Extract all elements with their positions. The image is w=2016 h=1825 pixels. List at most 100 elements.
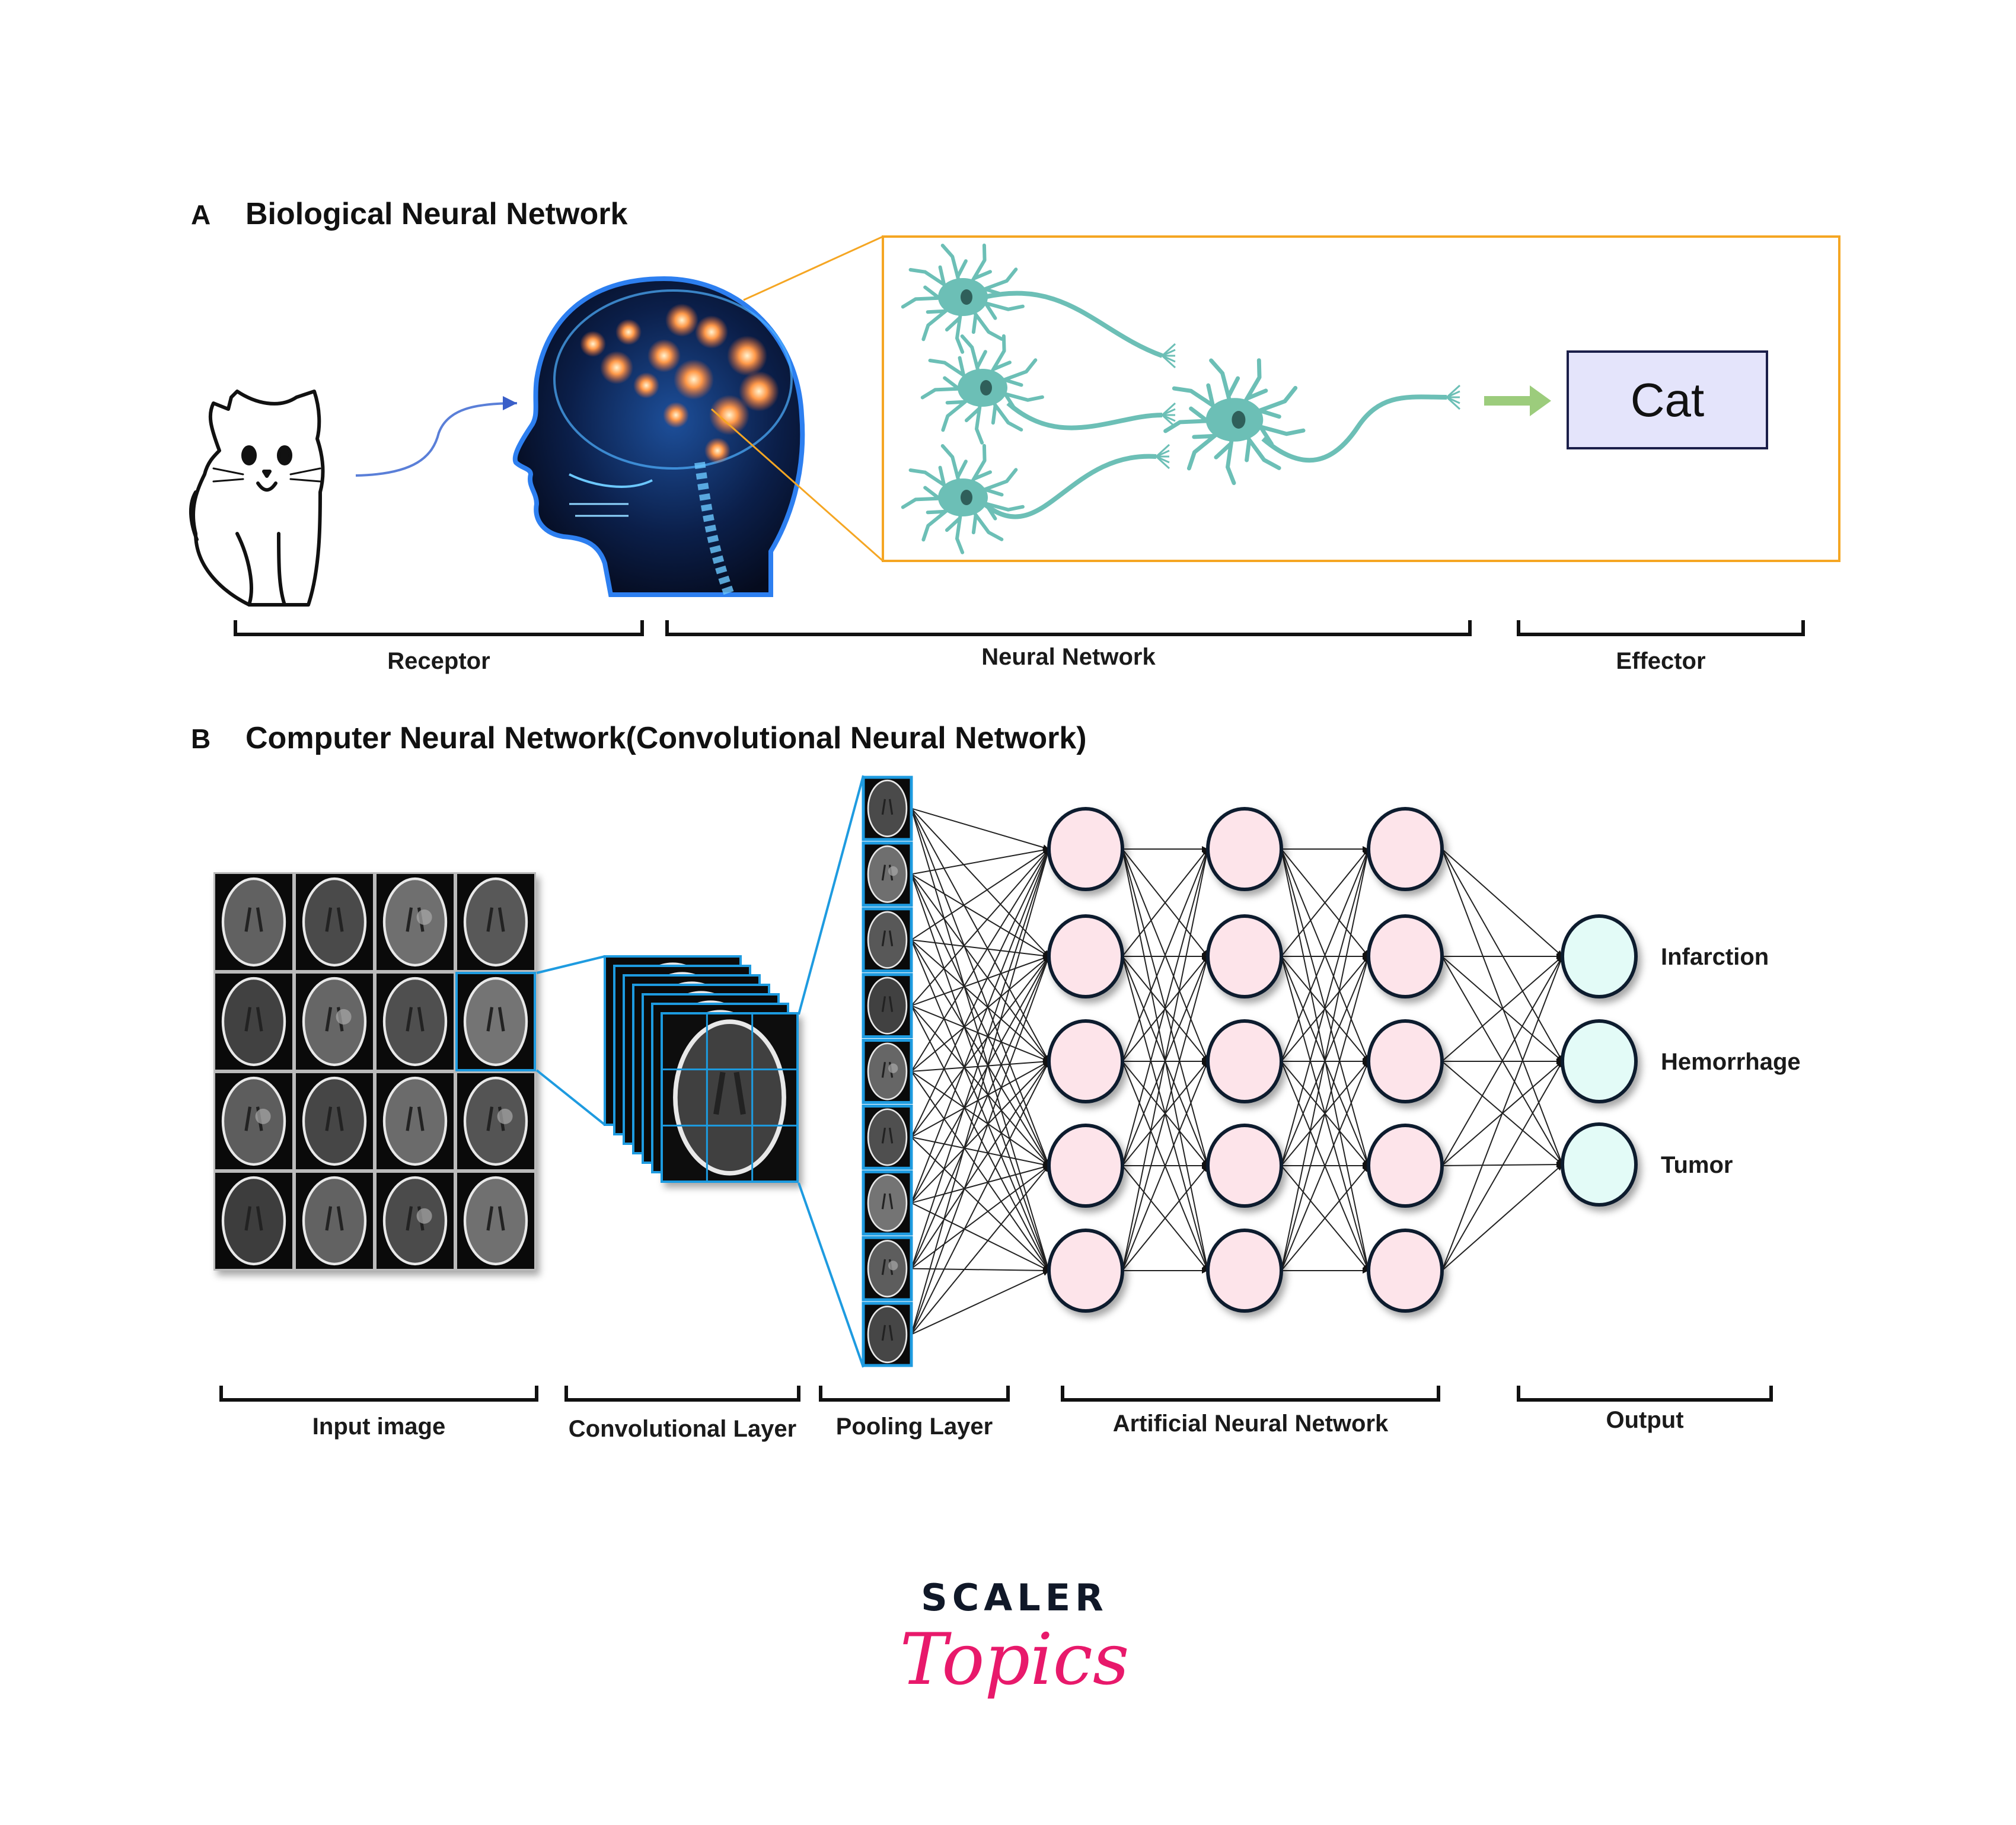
bracket-output: Output (1517, 1386, 1773, 1433)
mri-input-tile (215, 1173, 292, 1269)
bracket-ann-label: Artificial Neural Network (1113, 1411, 1389, 1437)
input-image-grid (213, 872, 536, 1271)
connection-arrow (1281, 848, 1370, 1166)
hidden-node (1206, 1124, 1283, 1208)
hidden-node (1367, 1124, 1444, 1208)
zoom-line-bottom (711, 408, 883, 562)
bracket-input-image-label: Input image (312, 1414, 445, 1440)
selected-region (455, 972, 536, 1071)
hidden-node (1047, 1229, 1124, 1313)
hidden-node (1206, 914, 1283, 998)
hidden-node (1047, 914, 1124, 998)
brain-head-xray-image (512, 276, 805, 597)
biological-neurons (901, 243, 1461, 554)
bracket-conv-layer: Convolutional Layer (564, 1386, 800, 1442)
output-node (1561, 914, 1638, 998)
neuron-icon (1163, 358, 1306, 486)
connection-arrow (1122, 956, 1210, 1271)
connection-arrow (911, 1061, 1050, 1335)
connection-arrow (911, 848, 1050, 1072)
hidden-node (1047, 1019, 1124, 1103)
mri-input-tile (296, 974, 373, 1070)
bracket-conv-layer-label: Convolutional Layer (569, 1416, 797, 1442)
connection-arrow (911, 1061, 1050, 1138)
connection-arrow (911, 956, 1050, 1335)
mri-input-tile (377, 1073, 454, 1169)
connection-arrow (911, 873, 1050, 1062)
connection-arrow (1281, 848, 1369, 957)
connection-arrow (911, 1071, 1050, 1166)
mri-input-tile (215, 1073, 292, 1169)
mri-input-tile (215, 874, 292, 970)
bracket-effector: Effector (1517, 620, 1805, 674)
cat-output-box (1567, 350, 1768, 449)
mri-input-tile (457, 1073, 534, 1169)
connection-arrow (1441, 848, 1563, 1062)
ann-nodes (1047, 807, 1444, 1313)
connection-arrow (911, 1005, 1050, 1166)
connection-arrow (911, 808, 1050, 850)
hidden-node (1367, 1019, 1444, 1103)
connection-arrow (1281, 848, 1369, 1062)
connection-arrow (911, 939, 1050, 1166)
mri-input-tile (296, 1073, 373, 1169)
connection-arrow (911, 939, 1050, 1271)
brain-activity-glow (709, 395, 749, 435)
connection-arrow (911, 939, 1050, 1062)
bracket-input-image: Input image (219, 1386, 538, 1440)
neuron-icon (901, 243, 1025, 354)
logo-topics: Topics (900, 1619, 1130, 1701)
hidden-node (1367, 807, 1444, 891)
zoom-line-top (743, 235, 883, 301)
connection-arrow (1441, 1061, 1563, 1271)
pooling-tile (862, 1236, 913, 1301)
connection-arrow (1122, 848, 1208, 1062)
connection-arrow (911, 874, 1050, 1271)
pooling-tile (862, 1104, 913, 1170)
output-label: Tumor (1661, 1152, 1733, 1178)
brain-activity-glow (674, 359, 714, 400)
brain-activity-glow (647, 339, 681, 372)
pooling-tile (862, 1301, 913, 1367)
connection-arrow (911, 848, 1050, 941)
hidden-node (1206, 1229, 1283, 1313)
mri-input-tile (377, 874, 454, 970)
connection-arrow (911, 1137, 1050, 1271)
effector-arrow-icon (1484, 385, 1551, 416)
hidden-node (1367, 914, 1444, 998)
hidden-node (1206, 1019, 1283, 1103)
cat-illustration (189, 390, 325, 607)
pooling-tile (862, 907, 913, 973)
perception-arrow (355, 396, 518, 477)
connection-arrow (911, 956, 1050, 1138)
connection-arrow (911, 1270, 1050, 1335)
connection-arrow (1441, 848, 1564, 1165)
connection-arrow (1441, 956, 1564, 1271)
connection-arrow (911, 848, 1050, 1204)
scaler-topics-logo: SCALER Topics (900, 1576, 1130, 1701)
output-node (1561, 1019, 1638, 1103)
connection-arrow (911, 1005, 1050, 1062)
pooling-tile (862, 1039, 913, 1104)
mri-input-tile (457, 874, 534, 970)
connection-arrow (911, 956, 1050, 1204)
mri-input-tile (215, 974, 292, 1070)
connection-arrow (911, 1267, 1050, 1274)
feature-map (661, 1012, 799, 1183)
connection-arrow (911, 848, 1050, 1269)
brain-activity-glow (633, 372, 659, 398)
connection-arrow (1281, 848, 1370, 1271)
section-b-letter: B (191, 723, 210, 754)
connection-arrow (1122, 848, 1208, 957)
pooling-tile (862, 1170, 913, 1236)
bracket-pooling-layer: Pooling Layer (819, 1386, 1010, 1440)
mri-input-tile (457, 1173, 534, 1269)
bracket-pooling-layer-label: Pooling Layer (836, 1414, 993, 1440)
connection-arrow (911, 1005, 1050, 1271)
connection-arrow (1122, 1165, 1208, 1271)
mri-input-tile (377, 974, 454, 1070)
connection-arrow (911, 1164, 1050, 1204)
